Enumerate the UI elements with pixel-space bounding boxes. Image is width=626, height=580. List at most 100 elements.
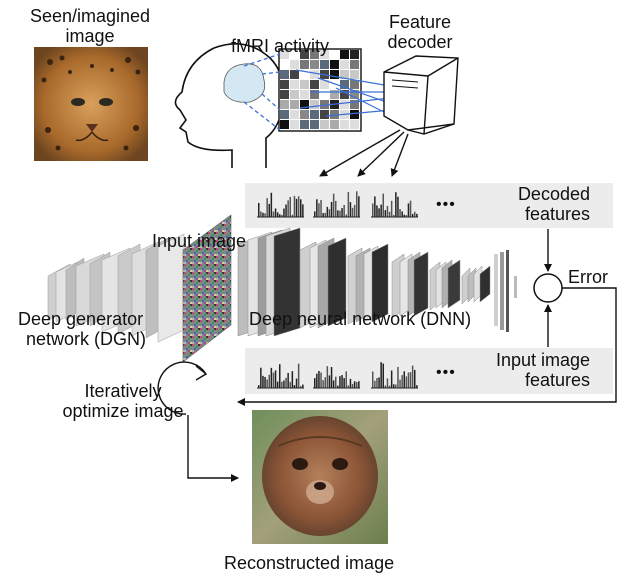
fmri-voxel	[330, 60, 339, 69]
dnn-layer	[447, 259, 461, 309]
fmri-voxel	[340, 90, 349, 99]
feature-bar	[395, 192, 397, 217]
feature-bar	[330, 366, 333, 388]
fmri-voxel	[280, 110, 289, 119]
feature-bar	[268, 203, 270, 217]
feature-bar	[339, 210, 341, 217]
fmri-voxel	[300, 120, 309, 129]
feature-bar	[276, 212, 279, 217]
fmri-voxel	[340, 60, 349, 69]
feature-bar	[395, 384, 397, 388]
fmri-voxel	[330, 90, 339, 99]
feature-bar	[279, 364, 281, 388]
brain-to-grid-lines	[243, 53, 281, 131]
feature-bar	[386, 378, 389, 388]
reconstructed-image	[252, 410, 388, 544]
feature-bar	[272, 211, 275, 217]
feature-bar	[351, 383, 354, 388]
dnn-layer	[479, 265, 491, 303]
feature-bar	[318, 203, 320, 217]
feature-bar	[281, 381, 283, 388]
feature-bar	[401, 375, 403, 388]
feature-bar	[266, 198, 268, 217]
fmri-voxel	[350, 80, 359, 89]
fmri-voxel	[310, 50, 319, 59]
feature-bar	[353, 204, 356, 217]
feature-bar	[276, 381, 279, 388]
fmri-voxel	[320, 100, 329, 109]
feature-bar	[349, 202, 352, 217]
seen-image-label-line2: image	[65, 26, 115, 47]
feature-bar	[285, 377, 287, 388]
ellipsis-bottom: •••	[436, 364, 456, 381]
head-outline	[174, 42, 285, 168]
feature-bar	[295, 378, 298, 388]
fmri-voxel	[300, 50, 309, 59]
feature-bar	[314, 211, 316, 217]
feature-bar	[266, 379, 268, 388]
dnn-layers	[237, 227, 517, 337]
feature-bar	[297, 363, 300, 388]
feature-bar	[358, 196, 360, 217]
dnn-layer	[413, 251, 429, 317]
feature-bar	[351, 207, 354, 217]
fmri-voxel-grid	[278, 48, 362, 132]
feature-bar	[411, 365, 414, 388]
feature-bar	[416, 213, 418, 217]
feature-bar	[405, 376, 408, 388]
feature-bar	[380, 204, 382, 217]
feature-bar	[409, 372, 412, 388]
feature-decoder-label: Feature decoder	[368, 12, 472, 52]
ellipsis-top: •••	[436, 196, 456, 213]
feature-bar	[416, 385, 418, 388]
fmri-voxel	[330, 80, 339, 89]
feature-bar	[289, 381, 291, 388]
feature-bar	[386, 205, 389, 217]
decoded-features-label-line2: features	[524, 204, 590, 225]
feature-bar	[316, 373, 318, 388]
feature-bar	[401, 211, 403, 217]
decoded-features-band	[245, 183, 613, 228]
feature-bar	[403, 214, 405, 217]
feature-bar	[270, 192, 273, 217]
feature-bar	[378, 208, 380, 217]
fmri-voxel	[290, 120, 299, 129]
feature-bar	[399, 379, 401, 388]
feature-bar	[397, 196, 399, 217]
dnn-fc-layer	[506, 250, 509, 332]
feature-bar	[390, 370, 393, 388]
feature-bar	[343, 378, 345, 388]
decoded-features-label-line1: Decoded	[517, 184, 590, 204]
decoded-features-label: Decoded features	[480, 184, 590, 224]
feature-bar	[295, 198, 298, 217]
feature-decoder-label-line2: decoder	[387, 32, 453, 53]
feature-bar	[318, 370, 320, 388]
input-image-features-label: Input image features	[476, 350, 590, 390]
fmri-voxel	[300, 80, 309, 89]
iteratively-optimize-label-line1: Iteratively	[84, 381, 162, 401]
input-features-band	[245, 348, 613, 394]
fmri-voxel	[350, 100, 359, 109]
feature-bar	[324, 212, 326, 217]
feature-bar	[399, 209, 401, 217]
feature-bar	[326, 366, 329, 388]
fmri-voxel	[310, 60, 319, 69]
fmri-voxel	[350, 70, 359, 79]
feature-bar	[264, 376, 266, 388]
fmri-voxel	[320, 110, 329, 119]
fmri-voxel	[330, 110, 339, 119]
feature-bar	[335, 200, 337, 217]
fmri-voxel	[330, 120, 339, 129]
feature-bar	[356, 191, 358, 217]
feature-bar	[376, 205, 378, 217]
feature-bar	[320, 200, 322, 217]
fmri-voxel	[290, 100, 299, 109]
feature-bar	[397, 366, 399, 388]
feature-bar	[328, 209, 331, 217]
fmri-voxel	[340, 100, 349, 109]
feature-bar	[260, 367, 262, 388]
feature-bar	[289, 196, 291, 217]
fmri-voxel	[280, 90, 289, 99]
fmri-voxel	[350, 120, 359, 129]
